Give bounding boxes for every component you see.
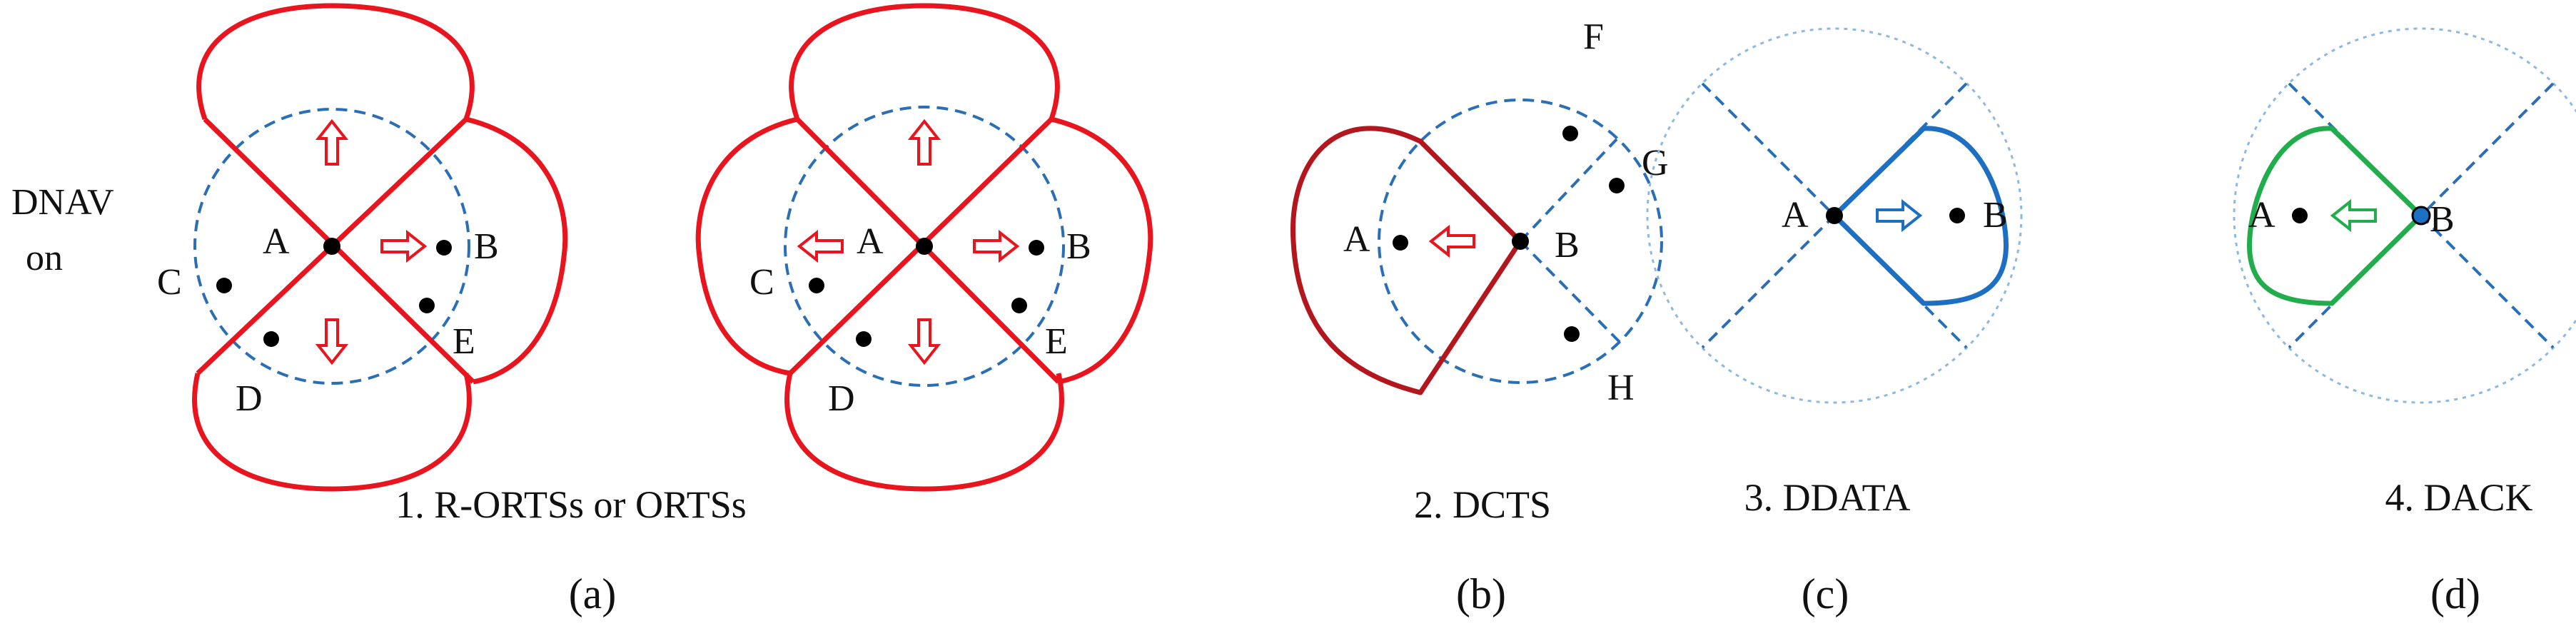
arrow-left-icon (798, 231, 844, 261)
node-c (809, 278, 824, 293)
panel-b-sublabel: (b) (1456, 570, 1506, 617)
panel-c-sublabel: (c) (1802, 570, 1849, 617)
dnav-label: DNAV on (11, 182, 114, 278)
lobe-right (1051, 116, 1153, 385)
panel-d-diagram: B A (2233, 27, 2576, 404)
node-a-label: A (1782, 195, 1809, 236)
node-b-label: B (2430, 199, 2455, 240)
node-h (1564, 326, 1580, 342)
arrow-down-icon (909, 318, 939, 364)
panel-a-left-diagram: A B C D E (157, 3, 568, 492)
arrow-up-icon (317, 120, 347, 166)
node-b-label: B (1555, 225, 1580, 266)
panel-a-sublabel: (a) (569, 570, 617, 617)
lobe-down (192, 373, 472, 492)
dnav-label-line2: on (26, 238, 63, 278)
node-f-label: F (1583, 16, 1604, 57)
node-h-label: H (1607, 368, 1635, 408)
node-e (419, 298, 435, 313)
arrow-down-icon (317, 318, 347, 364)
node-c-label: C (749, 262, 774, 303)
node-b (1949, 208, 1965, 223)
arrow-right-icon (1876, 201, 1921, 231)
dnav-label-line1: DNAV (11, 182, 114, 223)
node-f (1562, 126, 1578, 141)
node-b (436, 240, 452, 256)
arrow-right-icon (973, 231, 1019, 261)
node-a (2292, 208, 2308, 223)
ddata-sector (1832, 126, 2009, 306)
node-a-label: A (1343, 219, 1370, 260)
arrow-left-icon (1430, 226, 1475, 256)
panel-d-sublabel: (d) (2430, 570, 2480, 617)
node-g-label: G (1642, 143, 1669, 183)
node-c-label: C (157, 262, 182, 303)
node-a-label: A (2248, 195, 2276, 236)
node-a (1826, 207, 1843, 224)
panel-b-diagram: B A F G H (1290, 16, 1669, 408)
range-circle (784, 106, 1065, 387)
range-circle (1646, 27, 2023, 404)
sector-line-se (1519, 240, 1622, 344)
panel-c-diagram: A B (1646, 27, 2023, 404)
node-c (216, 278, 232, 293)
panel-c-caption: 3. DDATA (1744, 476, 1911, 519)
lobe-right (465, 116, 568, 385)
node-b-label: B (474, 226, 499, 267)
node-b (1029, 240, 1044, 256)
panel-b-caption: 2. DCTS (1414, 483, 1551, 526)
dcts-sector (1290, 126, 1523, 395)
arrow-left-icon (2331, 201, 2377, 231)
range-circle (2233, 27, 2576, 404)
panel-d-caption: 4. DACK (2385, 476, 2532, 519)
arrow-right-icon (380, 231, 426, 261)
node-b (2411, 206, 2431, 226)
node-e (1011, 298, 1027, 313)
node-a (1393, 235, 1408, 251)
range-circle (1378, 99, 1663, 384)
lobe-down (784, 373, 1064, 492)
node-a (323, 238, 340, 255)
node-b-label: B (1066, 226, 1091, 267)
range-circle (193, 108, 470, 385)
lobe-left (695, 116, 798, 376)
node-a-label: A (263, 221, 290, 262)
node-d-label: D (828, 378, 855, 419)
node-b (1512, 233, 1529, 250)
node-d (263, 331, 279, 347)
node-g (1609, 178, 1625, 193)
panel-a-right-diagram: A B C D E (695, 3, 1153, 492)
node-a-label: A (857, 221, 884, 262)
dack-sector (2247, 126, 2424, 306)
node-e-label: E (453, 321, 475, 362)
node-a (916, 238, 933, 255)
lobe-up (789, 3, 1060, 121)
node-e-label: E (1045, 321, 1068, 362)
arrow-up-icon (909, 120, 939, 166)
node-d-label: D (236, 378, 263, 419)
lobe-up (196, 3, 475, 121)
node-b-label: B (1983, 195, 2008, 236)
node-d (856, 331, 872, 347)
sector-line-ne (1519, 138, 1618, 243)
panel-a-caption: 1. R-ORTSs or ORTSs (395, 483, 747, 526)
